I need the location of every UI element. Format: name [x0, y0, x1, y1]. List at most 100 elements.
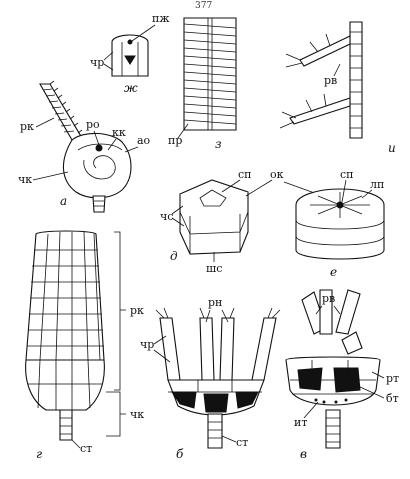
stem-st-g	[59, 409, 73, 441]
label-shs: шс	[206, 262, 222, 275]
label-it: ит	[294, 416, 307, 429]
stem-segments-g	[60, 417, 72, 435]
leader-st-g	[71, 439, 81, 449]
petal-pattern-d	[199, 189, 227, 207]
panel-letter-e: е	[330, 265, 337, 279]
leader-rn	[205, 309, 229, 323]
leader-rk-a	[35, 117, 55, 128]
label-st-g: ст	[80, 442, 92, 455]
panel-letter-zh: ж	[124, 81, 138, 95]
ossicle-groove-zh	[124, 55, 136, 65]
stem-segments-b	[208, 421, 222, 439]
ossicle-sides-e	[295, 205, 385, 260]
infrabasal-dot-4	[344, 398, 348, 402]
label-rv-v: рв	[322, 292, 335, 305]
calyx-a	[62, 132, 132, 199]
crown-rk-g	[25, 230, 105, 361]
radial-crenulae-e	[310, 192, 370, 218]
leader-sp-d	[221, 179, 241, 193]
label-chk-a: чк	[18, 173, 32, 186]
arm-segments-a	[42, 88, 75, 133]
leader-sp-e	[341, 179, 347, 203]
panel-v: рв рт бт ит в	[285, 289, 399, 461]
cup-plates-g	[28, 359, 102, 410]
arm-center-left-b	[199, 317, 215, 381]
ossicle-sutures-d	[179, 211, 249, 254]
arm-center-right-b	[219, 317, 235, 381]
leader-rt	[371, 371, 385, 379]
infrabasal-dot-2	[322, 400, 326, 404]
leader-chr-zh	[103, 51, 114, 71]
label-pzh: пж	[152, 12, 169, 25]
label-st-b: ст	[236, 436, 248, 449]
crown-arms-g	[39, 231, 101, 361]
radials-v	[290, 360, 376, 395]
label-rk-g: рк	[130, 304, 144, 317]
label-ok: ок	[270, 168, 284, 181]
radials-b	[168, 380, 262, 393]
stem-segments-a	[94, 200, 104, 207]
label-lp: лп	[370, 178, 384, 191]
panel-z: пр з	[168, 17, 237, 151]
label-chr-b: чр	[140, 338, 154, 351]
leader-it	[303, 401, 319, 419]
main-arm-segments-i	[350, 31, 362, 129]
stem-a	[92, 195, 106, 213]
stem-v	[325, 409, 341, 449]
arm-left-b	[159, 317, 181, 381]
branch-lower-i	[289, 97, 351, 125]
panel-letter-b: б	[176, 447, 184, 461]
bracket-rk-g	[114, 231, 126, 391]
label-rv-top: рв	[324, 74, 337, 87]
panel-letter-d: д	[170, 249, 178, 263]
leader-chr-b	[153, 335, 171, 363]
leader-chs	[171, 205, 185, 227]
label-chs: чс	[160, 210, 173, 223]
canal-zh	[127, 39, 133, 45]
panel-i: рв и	[279, 21, 396, 155]
leader-ao	[124, 146, 139, 153]
basals-v	[297, 367, 361, 393]
arm-tips-b	[155, 307, 281, 319]
arm-hatching-z	[183, 23, 237, 125]
leader-pzh	[131, 24, 156, 42]
gut-coil-a	[83, 155, 116, 180]
mouth-ro-a	[95, 144, 103, 152]
panel-a: рк ро кк ао чк а	[18, 80, 151, 213]
arm-mid-v	[319, 289, 333, 335]
label-sp-e: сп	[340, 168, 354, 181]
leader-lp	[361, 189, 373, 199]
panel-letter-i: и	[388, 141, 396, 155]
panel-letter-g: г	[36, 447, 42, 461]
arm-side-v	[341, 331, 363, 355]
infrabasal-dot-3	[334, 400, 338, 404]
panel-g: рк чк ст г	[25, 230, 144, 461]
leader-rv-top	[333, 63, 341, 77]
label-chk-g: чк	[130, 408, 144, 421]
arm-rk-a	[39, 83, 83, 141]
panel-letter-z: з	[215, 137, 222, 151]
pinnules-a	[49, 80, 83, 134]
panel-letter-v: в	[300, 447, 307, 461]
panel-letter-a: а	[60, 194, 67, 208]
leader-chk-a	[32, 171, 69, 181]
label-rn: рн	[208, 296, 222, 309]
panel-b: рн чр ст б	[140, 296, 281, 461]
ossicle-facets-zh	[121, 42, 139, 76]
bracket-chk-g	[106, 391, 126, 437]
branch-upper-i	[299, 35, 351, 67]
arm-right-v	[335, 289, 361, 335]
stem-segments-v	[326, 417, 340, 443]
cup-chk-g	[25, 359, 105, 411]
panel-e: сп лп е	[295, 168, 385, 279]
leader-ro	[93, 130, 100, 146]
panel-zh: пж чр ж	[90, 12, 169, 95]
ossicle-sutures-e	[295, 219, 385, 246]
stem-b	[207, 413, 223, 449]
label-sp-d: сп	[238, 168, 252, 181]
arm-right-b	[251, 317, 277, 381]
label-kk: кк	[112, 126, 126, 139]
label-bt: бт	[386, 392, 399, 405]
